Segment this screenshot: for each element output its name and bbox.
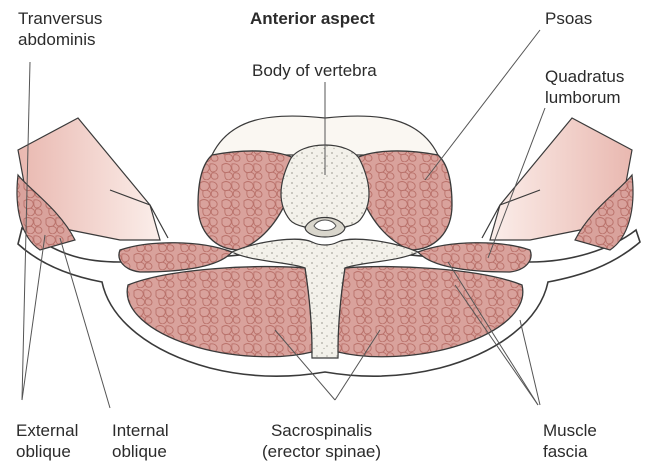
label-sacrospinalis-line1: Sacrospinalis — [262, 420, 381, 441]
label-quadratus-line2: lumborum — [545, 87, 624, 108]
label-transversus-line1: Tranversus — [18, 8, 102, 29]
leader-psoas — [425, 30, 540, 180]
label-muscle-fascia: Muscle fascia — [543, 420, 597, 462]
label-sacrospinalis-line2: (erector spinae) — [262, 441, 381, 462]
label-external-line1: External — [16, 420, 78, 441]
label-body-of-vertebra: Body of vertebra — [252, 60, 377, 81]
label-external-line2: oblique — [16, 441, 78, 462]
label-transversus-abdominis: Tranversus abdominis — [18, 8, 102, 50]
spinal-cord — [314, 220, 336, 231]
label-internal-line1: Internal — [112, 420, 169, 441]
label-transversus-line2: abdominis — [18, 29, 102, 50]
label-internal-line2: oblique — [112, 441, 169, 462]
label-fascia-line2: fascia — [543, 441, 597, 462]
label-psoas: Psoas — [545, 8, 592, 29]
label-internal-oblique: Internal oblique — [112, 420, 169, 462]
label-fascia-line1: Muscle — [543, 420, 597, 441]
label-external-oblique: External oblique — [16, 420, 78, 462]
label-sacrospinalis: Sacrospinalis (erector spinae) — [262, 420, 381, 462]
diagram-title: Anterior aspect — [250, 8, 375, 29]
label-quadratus-lumborum: Quadratus lumborum — [545, 66, 624, 108]
label-quadratus-line1: Quadratus — [545, 66, 624, 87]
